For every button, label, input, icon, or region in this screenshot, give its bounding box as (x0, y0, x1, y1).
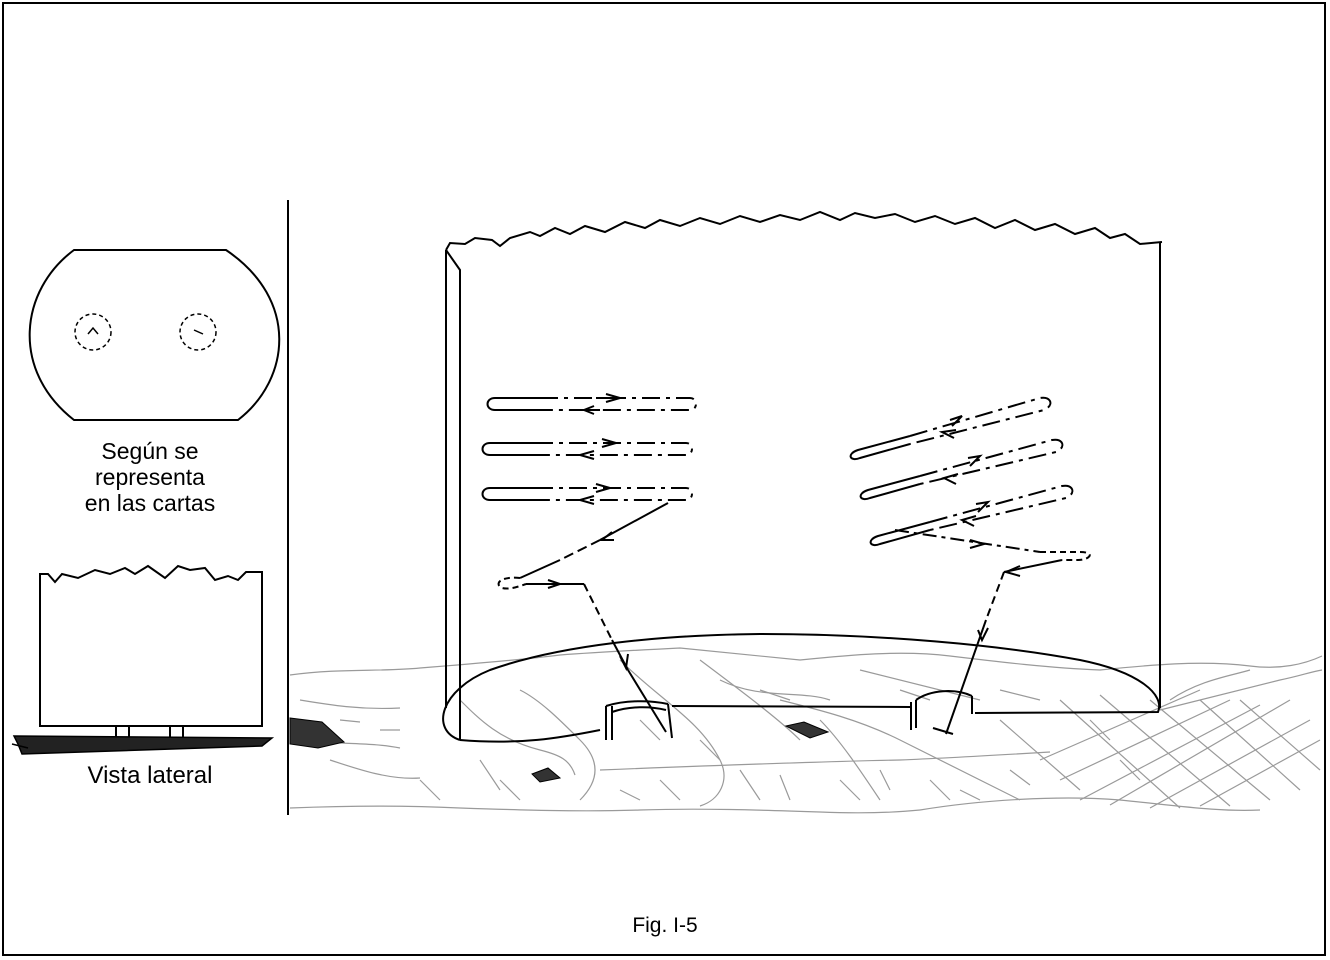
side-view-box (39, 564, 263, 727)
pier-left (605, 700, 673, 740)
right-racetrack (849, 396, 1091, 735)
pier-markers (605, 690, 973, 740)
side-base (12, 735, 275, 755)
panel-top-edge (445, 210, 1163, 251)
main-panel (442, 210, 1163, 743)
plan-view-outline (28, 249, 281, 421)
side-view-caption: Vista lateral (87, 762, 213, 789)
pier-right (910, 690, 973, 735)
plan-circle-left (74, 313, 112, 351)
panel-left-inner (445, 249, 461, 740)
left-racetrack (481, 393, 697, 733)
side-view (11, 564, 275, 755)
terrain (289, 647, 1323, 814)
plan-caption-line: representa (95, 464, 205, 490)
plan-view-caption: Según se representa en las cartas (40, 438, 260, 516)
panel-base-outline (442, 632, 1161, 741)
plan-circle-right (179, 313, 217, 351)
patch-left (289, 717, 346, 749)
patch-right (784, 721, 830, 739)
plan-caption-line: en las cartas (84, 490, 216, 516)
plan-caption-line: Según se (101, 438, 199, 464)
figure-caption: Fig. I-5 (632, 914, 698, 937)
terrain-patches (289, 717, 830, 783)
plan-view (28, 249, 281, 421)
patch-middle (531, 767, 562, 783)
